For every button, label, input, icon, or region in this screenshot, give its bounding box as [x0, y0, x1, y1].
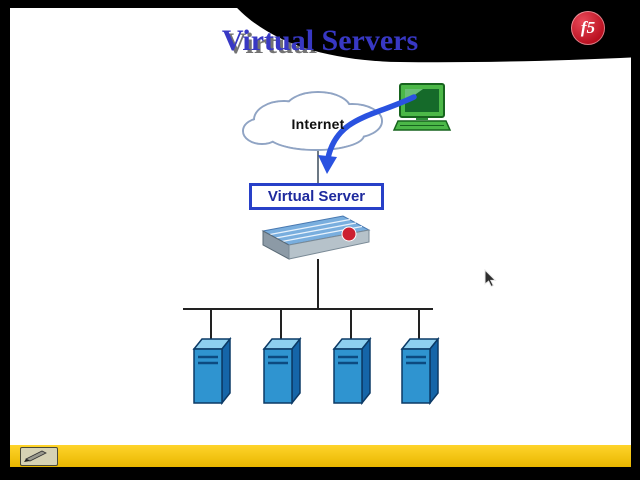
slide[interactable] [10, 8, 631, 445]
bottom-toolbar [10, 445, 631, 467]
mouse-cursor [484, 269, 497, 288]
annotation-tool-button[interactable] [20, 447, 58, 466]
f5-logo-text: f5 [580, 18, 596, 37]
virtual-server-label: Virtual Server [267, 188, 366, 205]
internet-label: Internet [291, 116, 345, 132]
slide-title: Virtual Servers [221, 24, 419, 57]
pencil-icon [24, 450, 47, 462]
virtual-server-box: Virtual Server [249, 183, 384, 210]
f5-logo-icon: f5 [571, 11, 605, 45]
